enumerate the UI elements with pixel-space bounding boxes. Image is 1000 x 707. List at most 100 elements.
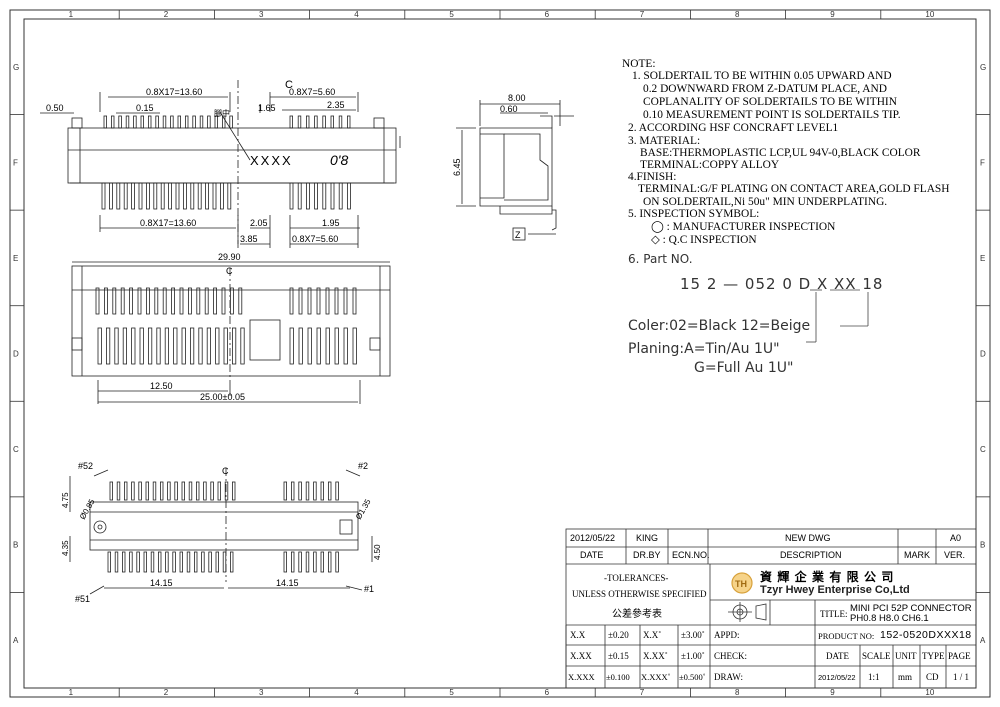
mark-xxxx: XXXX — [250, 153, 293, 168]
zone-column-label: 7 — [640, 10, 645, 19]
header-mark: MARK — [904, 550, 931, 560]
drawing-date: 2012/05/22 — [818, 673, 856, 682]
tolerance-note: UNLESS OTHERWISE SPECIFIED — [572, 589, 707, 599]
zone-row-label: E — [13, 254, 18, 263]
dim-top-pitch-b: 0.8X7=5.60 — [289, 87, 335, 97]
zone-column-label: 1 — [69, 10, 74, 19]
pin-label-2: #2 — [358, 461, 368, 471]
dim-hole-135: Ø1.35 — [354, 497, 373, 521]
note-line: ◇ : Q.C INSPECTION — [651, 234, 757, 246]
footprint-view — [69, 468, 373, 595]
revision-description: NEW DWG — [785, 533, 831, 543]
note-line: TERMINAL:G/F PLATING ON CONTACT AREA,GOL… — [638, 183, 950, 195]
zone-column-label: 5 — [449, 688, 454, 697]
zone-row-label: F — [13, 158, 18, 167]
tol-xx-angle-value: ±1.00˚ — [681, 651, 705, 661]
note-line: ON SOLDERTAIL,Ni 50u" MIN UNDERPLATING. — [643, 196, 888, 208]
drawing-scale: 1:1 — [868, 672, 880, 682]
dim-165: 1.65 — [258, 103, 276, 113]
company-name-en: Tzyr Hwey Enterprise Co,Ltd — [760, 584, 910, 596]
zone-row-label: G — [13, 63, 19, 72]
dim-1415-right: 14.15 — [276, 578, 299, 588]
note-line: COPLANALITY OF SOLDERTAILS TO BE WITHIN — [643, 96, 897, 108]
zone-column-label: 10 — [925, 10, 934, 19]
header-type: TYPE — [922, 651, 945, 661]
zone-column-label: 1 — [69, 688, 74, 697]
centerline-label-top: C — [285, 79, 293, 91]
dim-half-span: 12.50 — [150, 381, 173, 391]
drawing-unit: mm — [898, 672, 913, 682]
zone-column-label: 6 — [545, 688, 550, 697]
dim-bottom-pitch-b: 0.8X7=5.60 — [292, 234, 338, 244]
dim-475: 4.75 — [61, 492, 70, 508]
zone-column-label: 8 — [735, 10, 740, 19]
checked-label: CHECK: — [714, 651, 748, 661]
dim-bottom-pitch-a: 0.8X17=13.60 — [140, 218, 196, 228]
side-view — [456, 100, 574, 241]
tol-xx-angle: X.XX˚ — [643, 651, 668, 661]
tol-x: X.X — [570, 630, 586, 640]
zone-row-label: C — [980, 445, 986, 454]
drawing-type: CD — [926, 672, 939, 682]
zone-column-label: 8 — [735, 688, 740, 697]
dim-hole-085: Ø0.85 — [78, 497, 97, 521]
dim-overall-width: 29.90 — [218, 252, 241, 262]
tolerance-heading: -TOLERANCES- — [604, 573, 669, 583]
note-line: TERMINAL:COPPY ALLOY — [640, 159, 780, 171]
dim-side-step: 0.60 — [500, 104, 518, 114]
zone-row-label: B — [13, 541, 18, 550]
zone-row-label: D — [980, 350, 986, 359]
note-line: ◯ : MANUFACTURER INSPECTION — [651, 221, 836, 233]
zone-column-label: 4 — [354, 688, 359, 697]
part-no-plating: Planing:A=Tin/Au 1U" — [628, 341, 780, 357]
title-label: TITLE: — [820, 609, 848, 619]
drawn-label: DRAW: — [714, 672, 743, 682]
header-unit: UNIT — [895, 651, 917, 661]
header-drawn-by: DR.BY — [633, 550, 661, 560]
tol-xx: X.XX — [570, 651, 592, 661]
tol-xxx: X.XXX — [568, 672, 595, 682]
product-no-label: PRODUCT NO: — [818, 631, 875, 641]
zone-column-label: 7 — [640, 688, 645, 697]
zone-column-label: 4 — [354, 10, 359, 19]
zone-row-label: E — [980, 254, 985, 263]
dim-1415-left: 14.15 — [150, 578, 173, 588]
dim-050: 0.50 — [46, 103, 64, 113]
zone-column-label: 6 — [545, 10, 550, 19]
header-description: DESCRIPTION — [780, 550, 842, 560]
centerline-label-plan: C — [226, 266, 233, 276]
title-block-grid — [565, 528, 977, 689]
part-no-callouts — [806, 289, 869, 343]
zone-row-label: A — [13, 636, 19, 645]
note-line: 3. MATERIAL: — [628, 135, 701, 147]
notes-heading: NOTE: — [622, 58, 656, 70]
mark-logo: 0'8 — [330, 152, 348, 168]
drawing-subtitle: PH0.8 H8.0 CH6.1 — [850, 613, 929, 624]
dim-195: 1.95 — [322, 218, 340, 228]
header-date-2: DATE — [826, 651, 849, 661]
zone-row-label: D — [13, 350, 19, 359]
plan-view — [71, 261, 391, 404]
zone-column-label: 5 — [449, 10, 454, 19]
dim-235: 2.35 — [327, 100, 345, 110]
header-ecn: ECN.NO. — [672, 550, 710, 560]
header-scale: SCALE — [862, 651, 891, 661]
part-no-code: 15 2 — 052 0 D X XX 18 — [680, 275, 884, 293]
tol-xx-value: ±0.15 — [608, 651, 629, 661]
dim-450: 4.50 — [373, 544, 382, 560]
dim-385: 3.85 — [240, 234, 258, 244]
tol-x-angle: X.X˚ — [643, 630, 662, 640]
zone-column-label: 2 — [164, 10, 169, 19]
zone-column-label: 9 — [830, 10, 835, 19]
dim-205: 2.05 — [250, 218, 268, 228]
company-logo-icon: TH — [731, 572, 753, 594]
tol-xxx-angle: X.XXX˚ — [641, 672, 671, 682]
drawing-page: 1 / 1 — [953, 672, 970, 682]
dim-side-width: 8.00 — [508, 93, 526, 103]
revision-drawn-by: KING — [636, 533, 659, 543]
pin-label-51: #51 — [75, 594, 90, 604]
part-no-color: Coler:02=Black 12=Beige — [628, 318, 811, 334]
tol-x-value: ±0.20 — [608, 630, 629, 640]
note-line: 5. INSPECTION SYMBOL: — [628, 208, 760, 220]
